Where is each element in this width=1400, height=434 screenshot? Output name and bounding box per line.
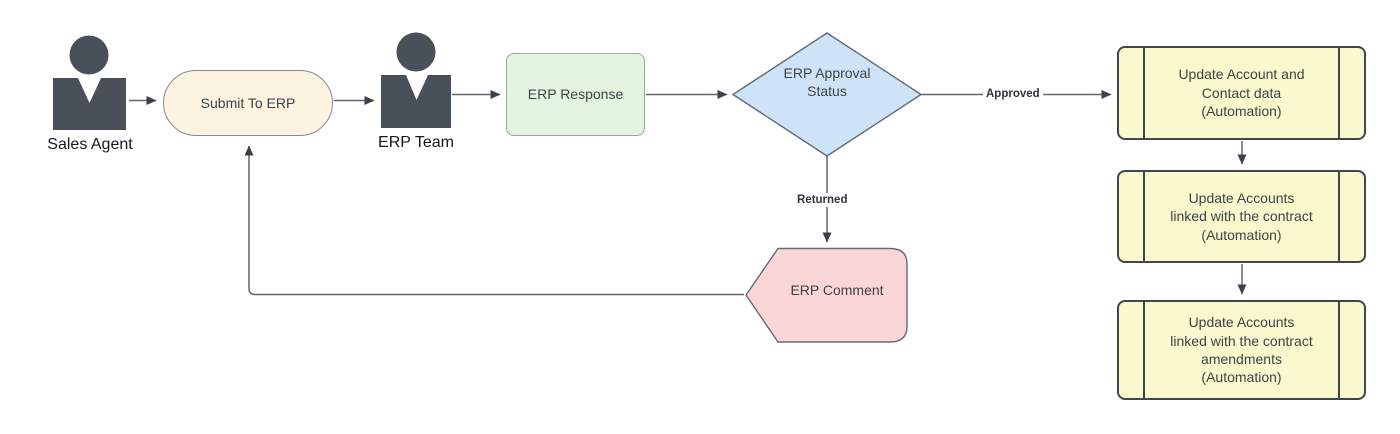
person-icon-erp-team — [381, 32, 451, 128]
actor-label-sales-agent: Sales Agent — [47, 136, 133, 153]
edge-label-returned: Returned — [794, 193, 851, 207]
node-submit-to-erp-label: Submit To ERP — [200, 94, 296, 111]
person-icon-sales-agent — [53, 35, 126, 130]
node-update-accounts-contract: Update Accounts linked with the contract… — [1117, 170, 1366, 263]
comment-shape — [745, 247, 908, 343]
node-update-account-contact: Update Account and Contact data (Automat… — [1117, 46, 1366, 140]
node-erp-response: ERP Response — [506, 53, 645, 136]
node-update-accounts-contract-label: Update Accounts linked with the contract… — [1170, 189, 1313, 243]
node-update-account-contact-label: Update Account and Contact data (Automat… — [1178, 66, 1305, 120]
node-erp-response-label: ERP Response — [527, 86, 624, 103]
node-erp-approval-status-label: ERP Approval Status — [783, 65, 871, 100]
edge-comment-to-submit — [244, 145, 744, 296]
node-erp-approval-status: ERP Approval Status — [752, 64, 902, 101]
node-update-accounts-amendments: Update Accounts linked with the contract… — [1117, 300, 1366, 400]
node-erp-comment: ERP Comment — [758, 281, 916, 299]
edge-label-approved: Approved — [983, 87, 1043, 101]
actor-label-erp-team: ERP Team — [378, 134, 454, 151]
node-submit-to-erp: Submit To ERP — [163, 70, 333, 136]
node-update-accounts-amendments-label: Update Accounts linked with the contract… — [1170, 314, 1313, 386]
node-erp-comment-label: ERP Comment — [790, 282, 884, 298]
